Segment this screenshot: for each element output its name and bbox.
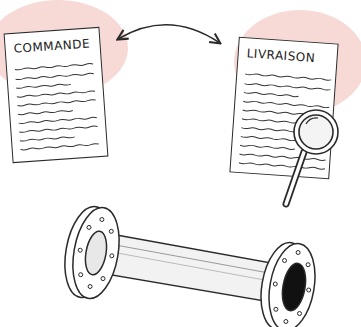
document-sheet: COMMANDE (4, 27, 109, 163)
pipe (58, 203, 321, 327)
document-sheet: LIVRAISON (229, 37, 338, 180)
bolt-holes (78, 218, 311, 324)
document-title: COMMANDE (5, 28, 100, 57)
document-title: LIVRAISON (238, 38, 337, 67)
double-arrow (118, 25, 219, 43)
